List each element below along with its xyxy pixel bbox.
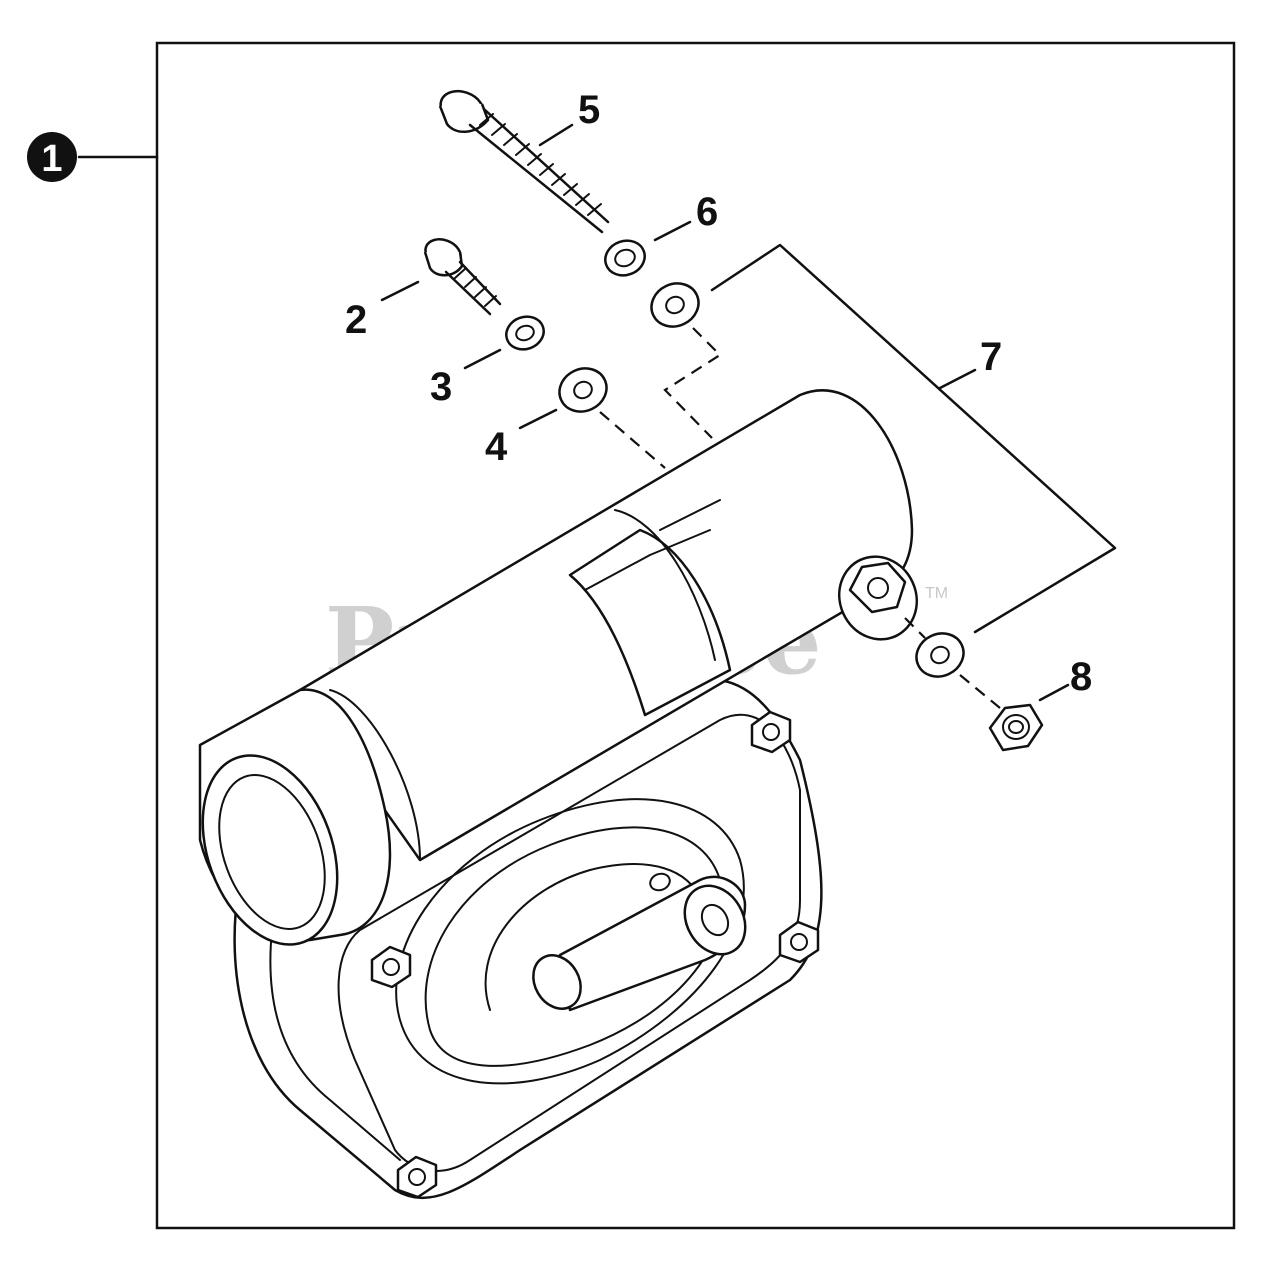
diagram-frame: [155, 41, 1236, 1230]
part-7-flat-washer[interactable]: [644, 276, 705, 334]
alignment-lines: [599, 327, 1001, 709]
part-7-flat-washer-lower[interactable]: [909, 626, 970, 684]
leader-4: [518, 408, 558, 430]
part-2-short-bolt[interactable]: [422, 235, 502, 316]
gearbox-housing: [233, 678, 823, 1199]
housing-bolt: [396, 1155, 438, 1199]
leader-6: [653, 220, 692, 242]
housing-bolt: [778, 920, 820, 964]
part-4-flat-washer[interactable]: [552, 361, 613, 419]
bracket-7: [710, 243, 1117, 634]
part-5-long-bolt[interactable]: [436, 85, 610, 234]
leader-5: [538, 123, 574, 147]
housing-bolt: [370, 945, 412, 989]
callout-5[interactable]: 5: [578, 88, 600, 132]
output-shaft: [532, 872, 747, 1012]
leader-8: [1038, 683, 1070, 702]
callout-7[interactable]: 7: [980, 335, 1002, 379]
assembly-callout-1[interactable]: 1: [27, 132, 159, 182]
part-8-hex-nut[interactable]: [988, 703, 1044, 752]
leader-3: [463, 348, 502, 370]
housing-bolt: [750, 710, 792, 754]
callout-3[interactable]: 3: [430, 365, 452, 409]
gearbox-neck: [198, 389, 918, 946]
callout-4[interactable]: 4: [485, 425, 508, 469]
callout-2[interactable]: 2: [345, 298, 367, 342]
callout-8[interactable]: 8: [1070, 655, 1092, 699]
callout-6[interactable]: 6: [696, 190, 718, 234]
assembly-callout-label: 1: [41, 138, 62, 180]
watermark-trademark: TM: [925, 585, 948, 602]
part-3-lock-washer[interactable]: [502, 311, 549, 354]
leader-2: [380, 280, 420, 302]
part-6-lock-washer[interactable]: [600, 235, 649, 281]
